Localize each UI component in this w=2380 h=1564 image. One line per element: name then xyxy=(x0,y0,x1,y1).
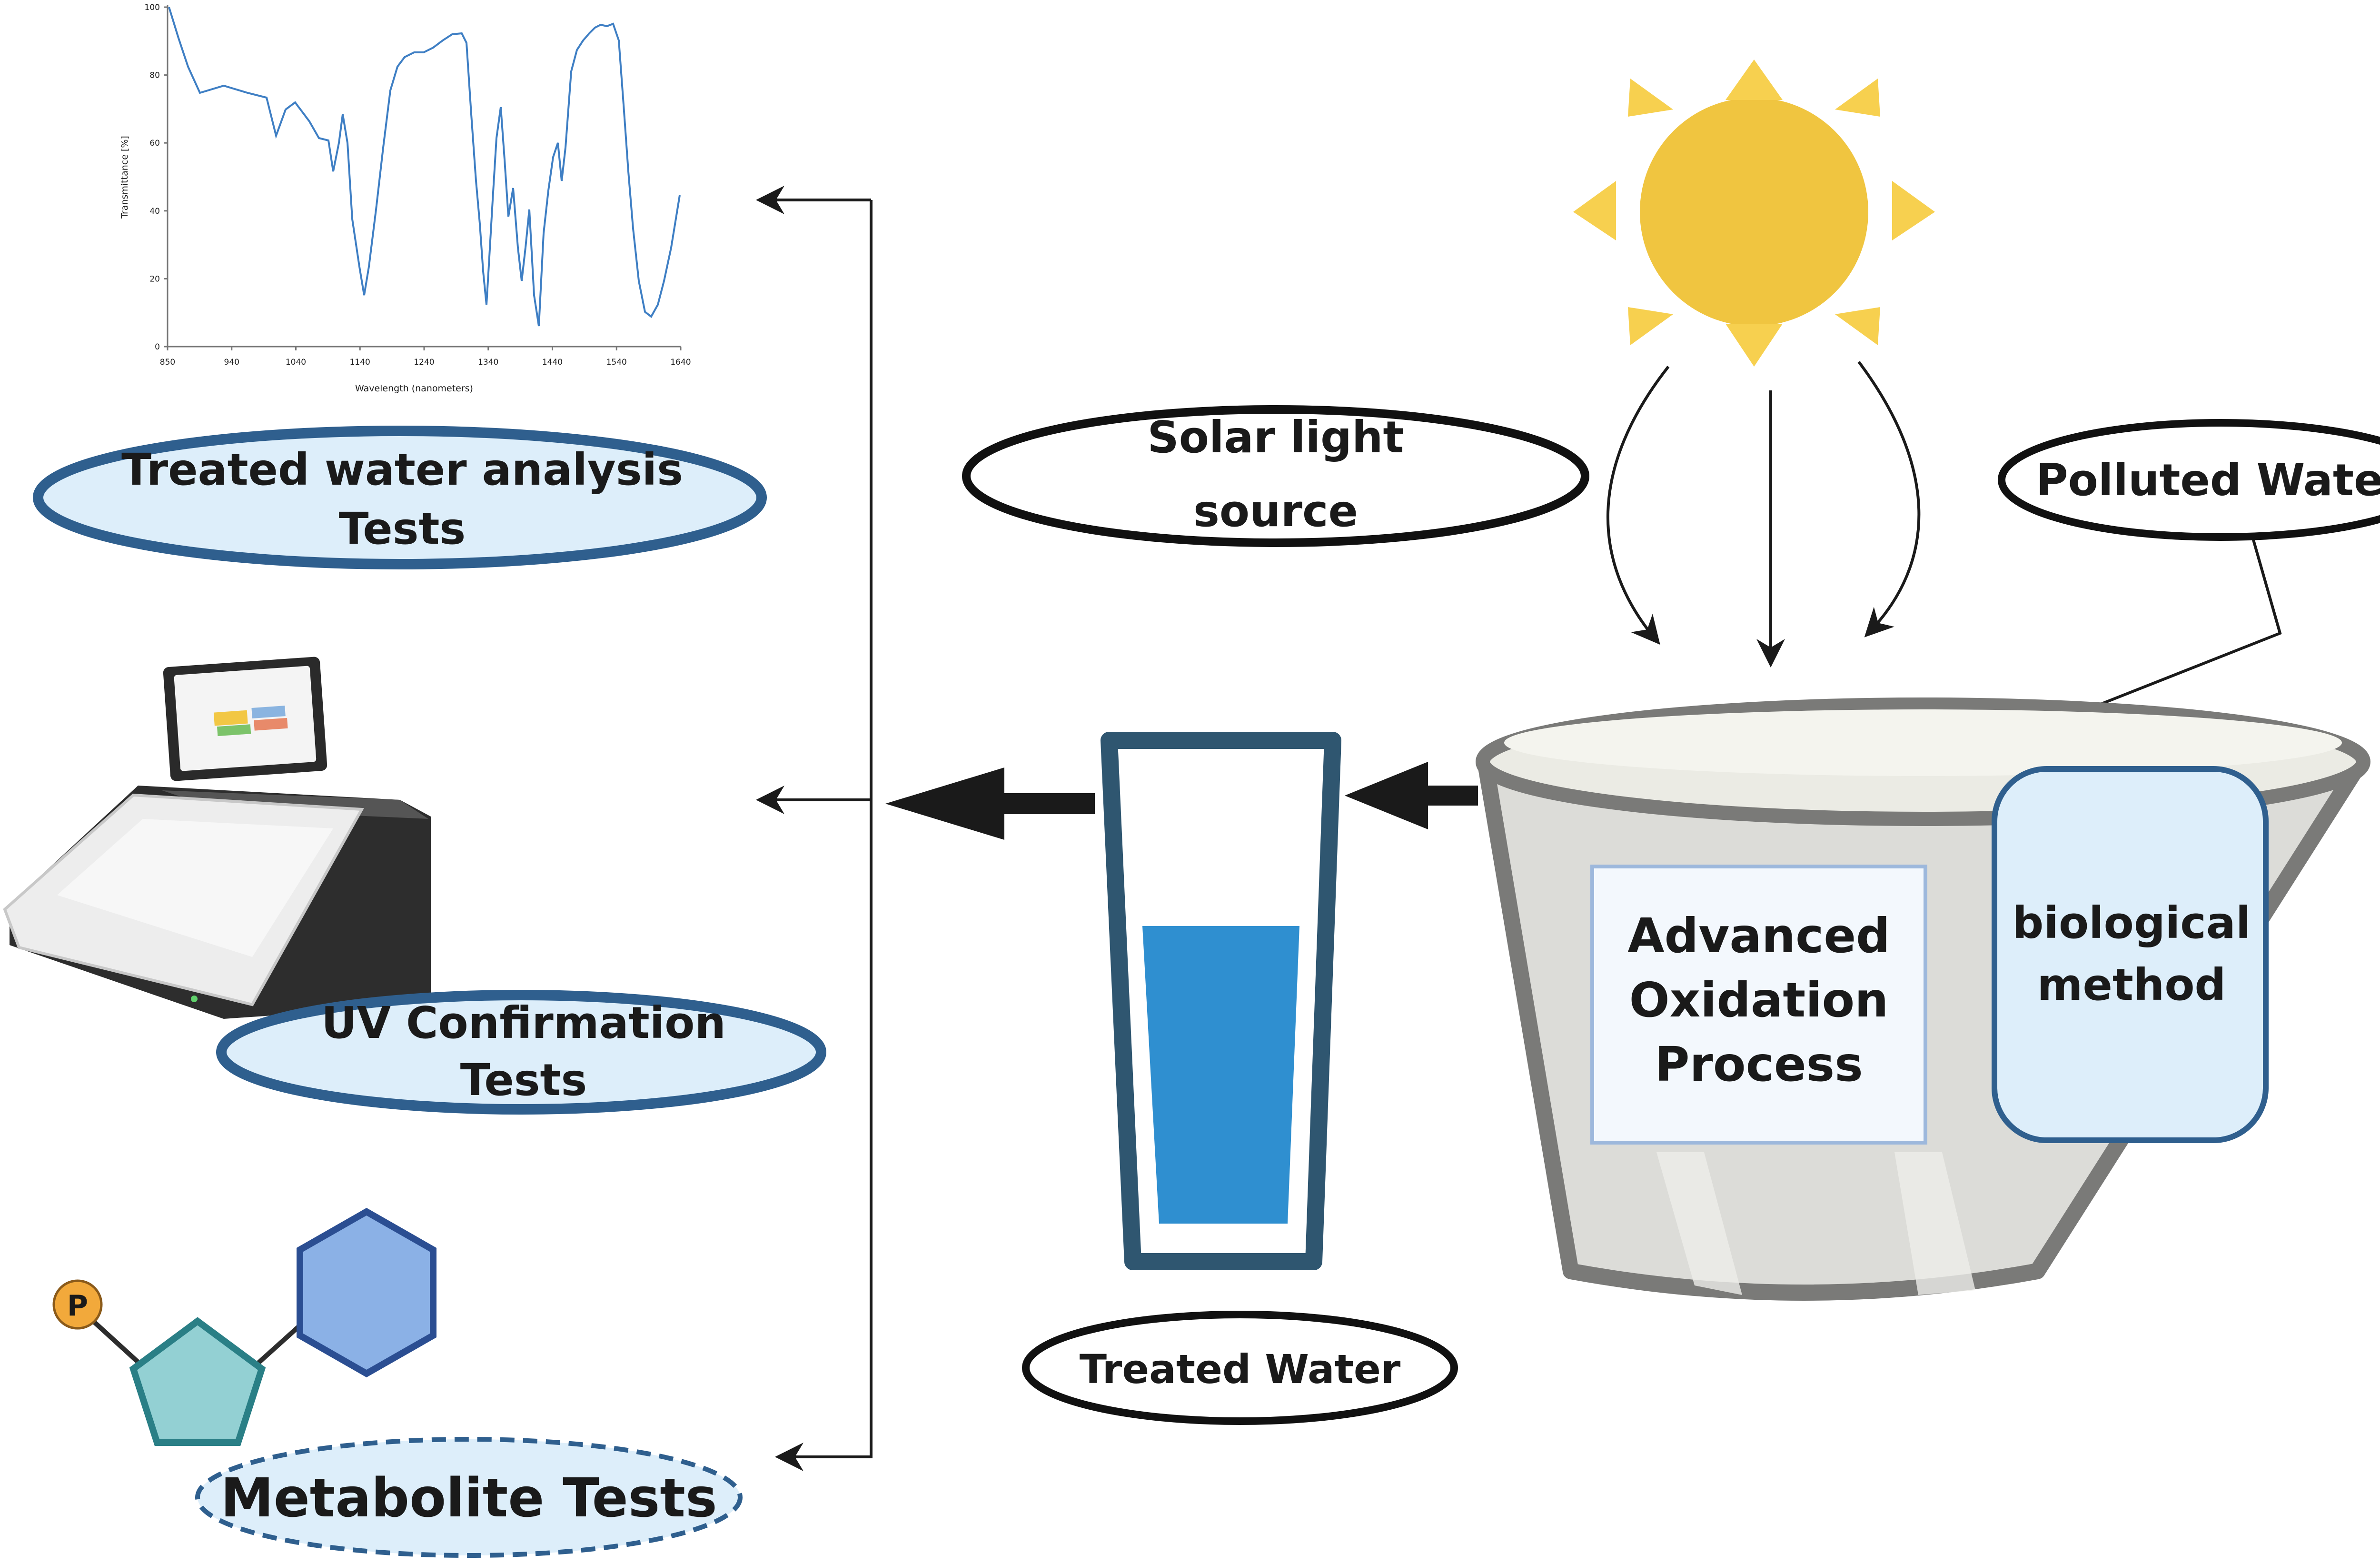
uv-tests-bubble: UV Confirmation Tests xyxy=(216,990,826,1115)
solar-source-line-1: Solar light xyxy=(1148,412,1404,463)
solar-source-bubble: Solar light source xyxy=(962,405,1589,547)
spectrum-line xyxy=(168,7,681,327)
spectrum-y-tick-label: 80 xyxy=(149,71,160,80)
biological-method-box: biological method xyxy=(1992,766,2269,1143)
spectrum-y-tick-label: 40 xyxy=(149,207,160,216)
solar-source-line-2: source xyxy=(1193,486,1358,537)
spectrum-x-tick-label: 1540 xyxy=(606,358,627,367)
spectrum-x-tick-label: 1040 xyxy=(286,358,306,367)
spectrum-x-ticks: 850 940 1040 1140 1240 1340 1440 1540 1640 xyxy=(160,347,691,367)
spectrum-x-axis-label: Wavelength (nanometers) xyxy=(355,383,473,394)
spectrum-y-tick-label: 0 xyxy=(155,342,160,352)
uv-tests-line-1: UV Confirmation xyxy=(321,997,726,1048)
spectrum-x-tick-label: 1340 xyxy=(478,358,498,367)
spectrum-x-tick-label: 1440 xyxy=(542,358,563,367)
hexagon-base-icon xyxy=(297,1207,436,1378)
nucleotide-icon: P xyxy=(52,1207,436,1446)
metabolite-tests-label: Metabolite Tests xyxy=(220,1467,717,1529)
results-connector xyxy=(756,186,873,1471)
treated-water-bubble: Treated Water xyxy=(1022,1311,1458,1425)
spectrum-x-tick-label: 1140 xyxy=(350,358,370,367)
aop-line-2: Oxidation xyxy=(1629,972,1889,1028)
spectrum-y-tick-label: 100 xyxy=(145,3,160,12)
uv-spectrophotometer-icon xyxy=(3,657,431,1019)
water-glass-icon xyxy=(1101,732,1341,1270)
spectrum-chart: 0 20 40 60 80 100 850 940 1040 1140 1240 1340 1440 1… xyxy=(119,3,691,394)
phosphate-icon xyxy=(52,1279,103,1330)
polluted-water-label: Polluted Water xyxy=(2036,455,2380,506)
aop-box: Advanced Oxidation Process xyxy=(1590,865,1927,1145)
spectrum-x-tick-label: 850 xyxy=(160,358,175,367)
flow-arrows xyxy=(885,762,1478,840)
sunlight-arrows xyxy=(1606,361,1921,667)
sun-icon xyxy=(1573,60,1935,367)
spectrum-x-tick-label: 1240 xyxy=(414,358,434,367)
analysis-tests-line-2: Tests xyxy=(339,503,466,554)
spectrum-y-tick-label: 20 xyxy=(149,274,160,284)
analysis-tests-bubble: Treated water analysis Tests xyxy=(33,426,767,569)
polluted-water-bubble: Polluted Water xyxy=(1979,419,2380,755)
analysis-tests-line-1: Treated water analysis xyxy=(121,444,683,495)
spectrum-x-tick-label: 940 xyxy=(224,358,239,367)
phosphate-label: P xyxy=(67,1289,88,1323)
metabolite-tests-bubble: Metabolite Tests xyxy=(195,1437,743,1558)
pentagon-sugar-icon xyxy=(129,1317,266,1446)
treated-water-label: Treated Water xyxy=(1080,1346,1401,1393)
biological-method-line-2: method xyxy=(2037,959,2226,1010)
spectrum-y-ticks: 0 20 40 60 80 100 xyxy=(145,3,168,352)
aop-line-1: Advanced xyxy=(1627,908,1890,964)
aop-line-3: Process xyxy=(1655,1036,1863,1092)
uv-tests-line-2: Tests xyxy=(460,1055,587,1106)
spectrum-y-tick-label: 60 xyxy=(149,139,160,148)
spectrum-x-tick-label: 1640 xyxy=(670,358,691,367)
spectrum-y-axis-label: Transmittance [%] xyxy=(119,136,130,219)
biological-method-line-1: biological xyxy=(2013,897,2251,948)
